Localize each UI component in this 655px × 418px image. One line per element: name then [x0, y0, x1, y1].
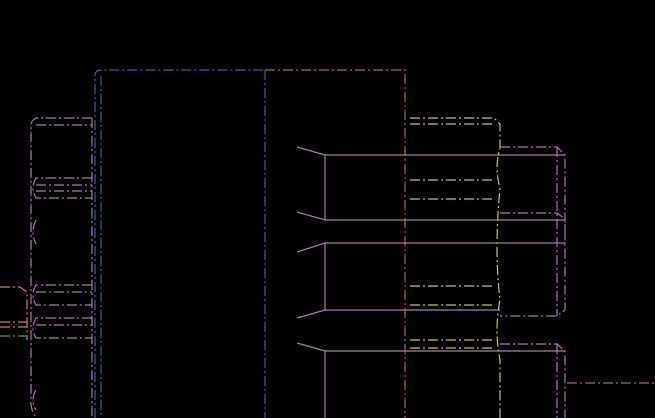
right-nut-hex-face: [500, 212, 566, 243]
left-nut-bulge: [32, 219, 37, 245]
bolt-lower-tip: [296, 342, 326, 418]
housing-right-outline: [265, 69, 406, 418]
left-nut-chamfer: [32, 317, 92, 339]
housing-block: [94, 69, 406, 418]
right-nut-hex-face: [500, 343, 566, 418]
left-nut-bulge: [32, 389, 37, 411]
bolt-upper: [296, 146, 565, 221]
shaft-outline: [0, 286, 28, 340]
left-shaft-stub: [0, 286, 28, 340]
bolt-middle: [296, 242, 565, 319]
housing-left-outline: [94, 69, 265, 418]
left-hex-nut: [30, 117, 93, 418]
left-nut-outline: [30, 117, 92, 418]
bolt-middle-tip: [296, 242, 326, 319]
right-hex-nut: [410, 117, 566, 418]
left-nut-chamfer: [32, 284, 92, 306]
right-nut-bulge-outline: [410, 117, 501, 418]
right-nut-hex: [500, 146, 566, 317]
left-nut-chamfer: [32, 177, 92, 199]
bolt-upper-tip: [296, 146, 326, 221]
bolt-lower: [296, 342, 565, 418]
